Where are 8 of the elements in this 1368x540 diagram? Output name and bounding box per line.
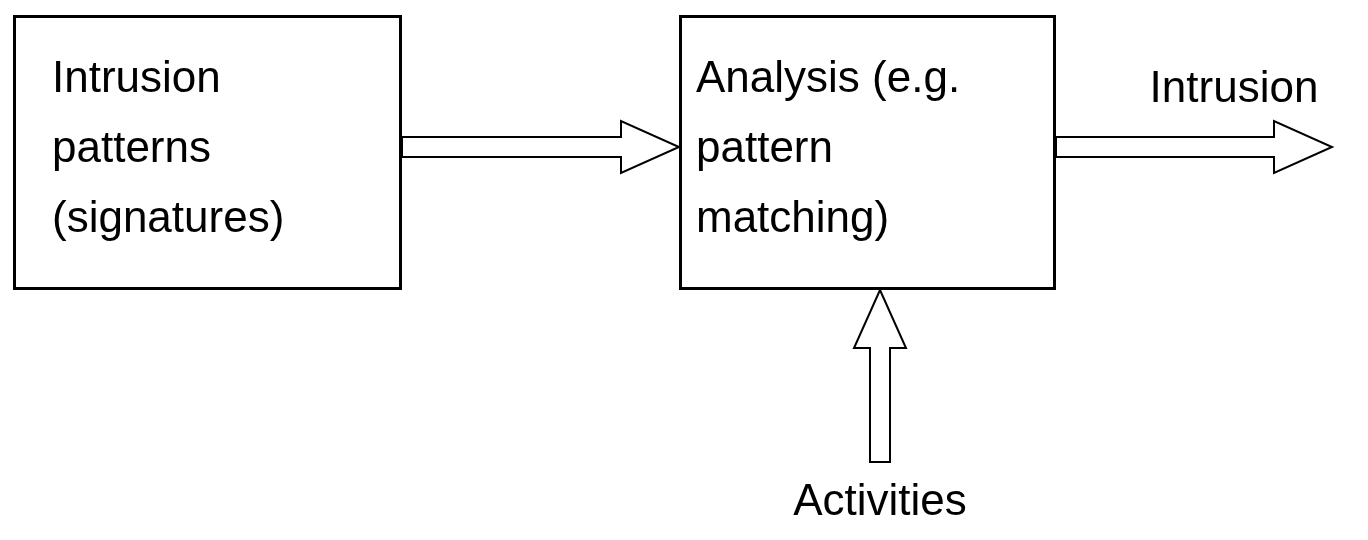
process-box [679,15,1056,290]
box-label: Intrusion patterns (signatures) [52,51,286,243]
hollow-arrow [401,119,682,175]
hollow-arrow [852,287,908,463]
hollow-arrow [1055,119,1335,175]
process-box [13,15,402,290]
input-label: Activities [793,474,967,526]
box-label: Analysis (e.g. pattern matching) [696,51,962,243]
